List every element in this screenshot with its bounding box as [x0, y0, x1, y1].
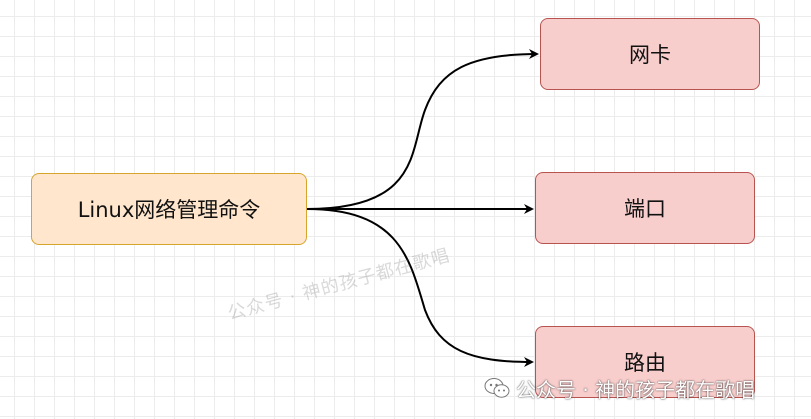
node-root[interactable]: Linux网络管理命令: [31, 173, 307, 245]
node-route[interactable]: 路由: [535, 326, 755, 398]
node-port[interactable]: 端口: [535, 172, 755, 244]
watermark-footer-text: 公众号 · 神的孩子都在歌唱: [516, 377, 756, 402]
wechat-icon: [484, 378, 510, 398]
node-port-label: 端口: [624, 197, 666, 221]
edge-root-to-route: [306, 208, 534, 367]
edge-root-to-nic: [306, 49, 539, 210]
watermark-footer: 公众号 · 神的孩子都在歌唱: [484, 370, 755, 406]
node-nic[interactable]: 网卡: [540, 18, 760, 90]
node-route-label: 路由: [624, 351, 666, 375]
node-root-label: Linux网络管理命令: [77, 198, 261, 222]
node-nic-label: 网卡: [629, 43, 671, 67]
